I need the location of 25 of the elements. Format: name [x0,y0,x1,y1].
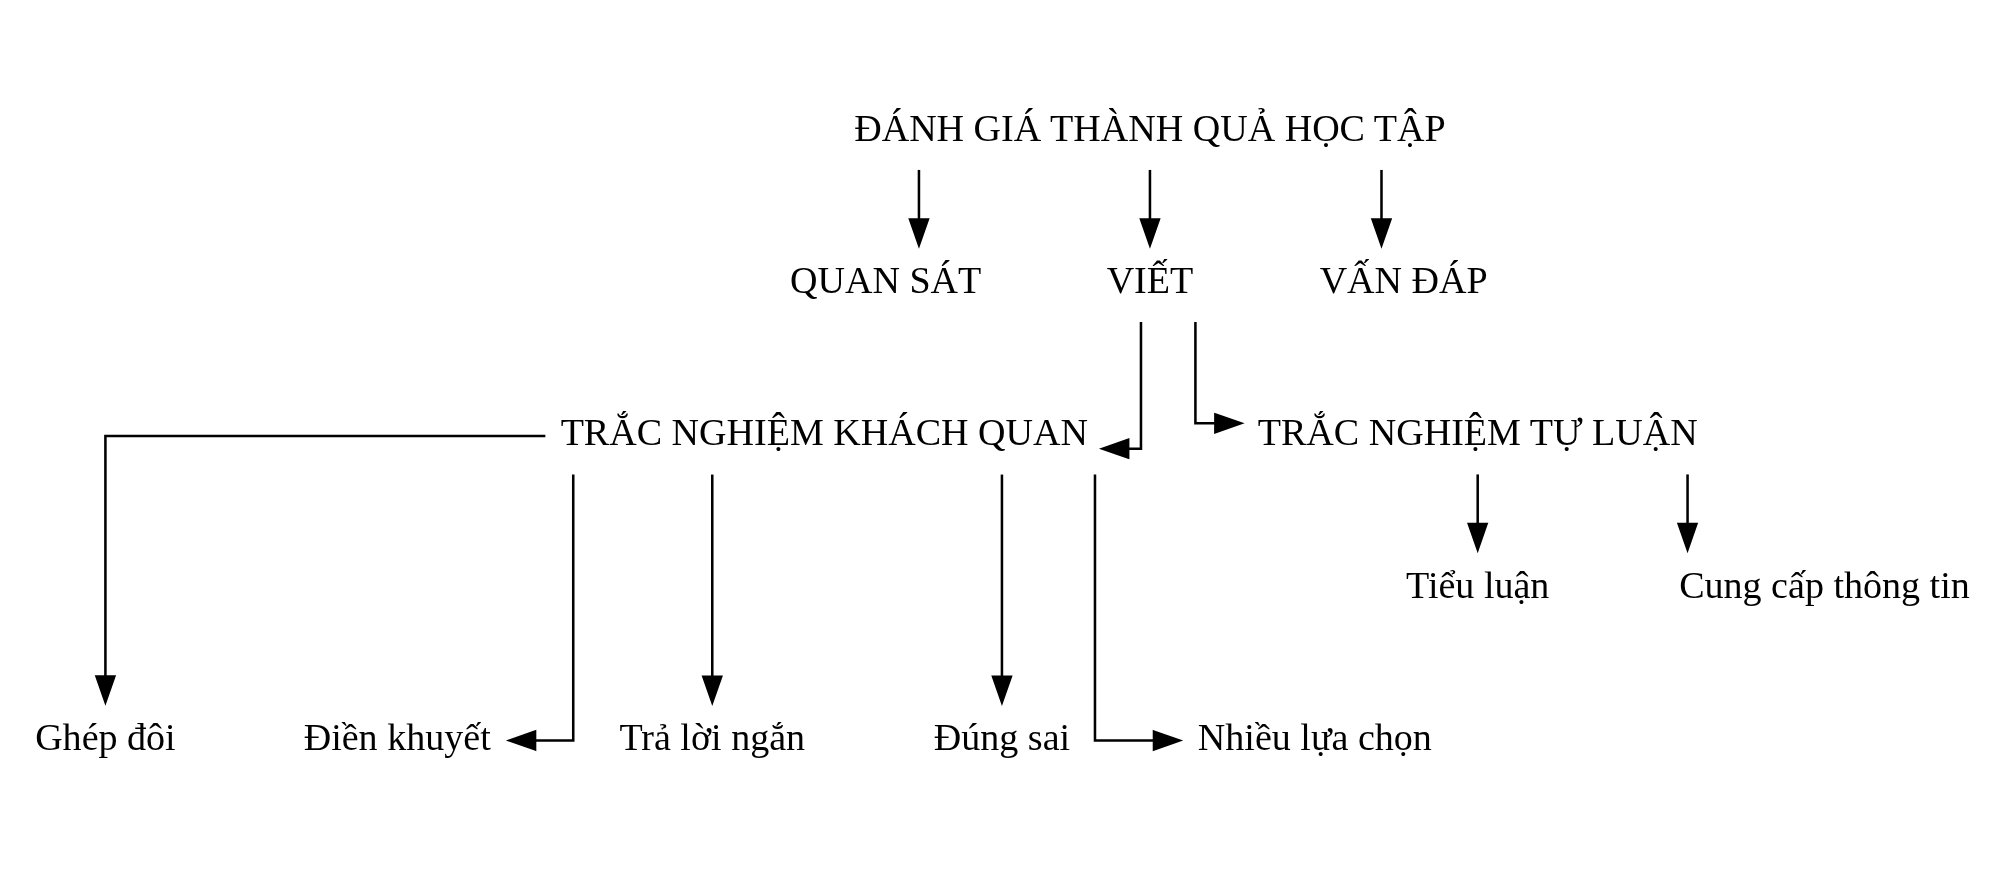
arrow [907,169,930,249]
arrow [1093,474,1183,752]
node-text: Ghép đôi [34,715,176,758]
node-text: Cung cấp thông tin [1678,563,1970,606]
node-text: VIẾT [1106,259,1193,302]
arrow [505,474,574,752]
node-text: Tiểu luận [1405,563,1549,606]
arrow [1676,474,1698,554]
arrow [1138,169,1161,249]
arrow [1466,474,1488,554]
arrow [94,434,545,706]
node-text: ĐÁNH GIÁ THÀNH QUẢ HỌC TẬP [853,106,1446,149]
arrow [701,474,723,707]
arrow [1098,322,1142,460]
node-text: Trả lời ngắn [618,715,805,758]
node-text: Đúng sai [933,715,1070,758]
node-text: Điền khuyết [303,715,491,758]
arrow [990,474,1013,707]
node-text: Nhiều lựa chọn [1197,715,1432,758]
node-text: VẤN ĐÁP [1319,259,1488,302]
arrow [1193,321,1245,434]
arrow [1370,169,1392,249]
node-text: TRẮC NGHIỆM TỰ LUẬN [1257,411,1698,454]
node-text: TRẮC NGHIỆM KHÁCH QUAN [560,411,1088,454]
node-text: QUAN SÁT [789,259,981,302]
